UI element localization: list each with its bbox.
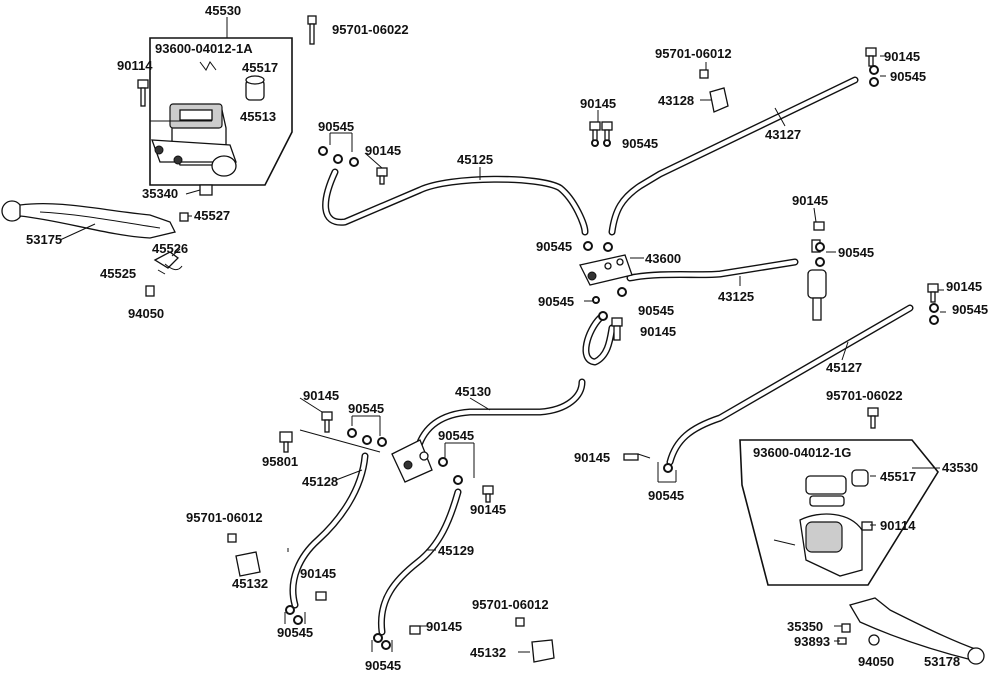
label-95701-06012-bottom: 95701-06012: [472, 597, 549, 612]
label-93600-04012-1a: 93600-04012-1A: [155, 41, 253, 56]
banjo-bolts: [227, 47, 939, 645]
label-90114-left: 90114: [117, 58, 153, 73]
label-45125: 45125: [457, 152, 493, 167]
valve-unit-right: [807, 239, 827, 321]
label-43128: 43128: [658, 93, 694, 108]
label-90145-g: 90145: [303, 388, 339, 403]
label-90145-c: 90145: [884, 49, 920, 64]
label-45525: 45525: [100, 266, 136, 281]
label-45527: 45527: [194, 208, 230, 223]
brake-lever-53175: [1, 200, 176, 239]
label-53178: 53178: [924, 654, 960, 669]
label-45127: 45127: [826, 360, 862, 375]
brake-lever-53178: [849, 597, 985, 665]
label-45132-left: 45132: [232, 576, 268, 591]
label-45132-bottom: 45132: [470, 645, 506, 660]
label-45517-left: 45517: [242, 60, 278, 75]
label-90545-l: 90545: [365, 658, 401, 673]
label-45128: 45128: [302, 474, 338, 489]
label-90545-d: 90545: [536, 239, 572, 254]
part-labels: 45530 93600-04012-1A 90114 45517 45513 9…: [26, 3, 988, 673]
brake-hoses: [289, 76, 914, 636]
label-95701-06022-right: 95701-06022: [826, 388, 903, 403]
label-93600-04012-1g: 93600-04012-1G: [753, 445, 851, 460]
label-43127: 43127: [765, 127, 801, 142]
label-43600: 43600: [645, 251, 681, 266]
label-35340: 35340: [142, 186, 178, 201]
label-90545-e: 90545: [538, 294, 574, 309]
label-90545-k: 90545: [277, 625, 313, 640]
label-90145-j: 90145: [426, 619, 462, 634]
copper-washers: [285, 65, 939, 650]
label-45130: 45130: [455, 384, 491, 399]
label-90545-i: 90545: [348, 401, 384, 416]
distributor-43600: [579, 254, 633, 286]
hose-43127: [608, 76, 859, 236]
spring-part: [199, 61, 217, 71]
label-95701-06022-top: 95701-06022: [332, 22, 409, 37]
label-45517-right: 45517: [880, 469, 916, 484]
label-35350: 35350: [787, 619, 823, 634]
label-95701-06012-top: 95701-06012: [655, 46, 732, 61]
label-45129: 45129: [438, 543, 474, 558]
label-45526: 45526: [152, 241, 188, 256]
reservoir-cap-45517a: [245, 75, 265, 101]
clip-43128: [709, 87, 729, 113]
arrow-right-kit: [773, 539, 796, 546]
label-90545-f: 90545: [638, 303, 674, 318]
label-90545-m: 90545: [648, 488, 684, 503]
master-cylinder-right: [799, 469, 869, 577]
label-90145-e: 90145: [792, 193, 828, 208]
master-cylinder-45513: [151, 103, 237, 177]
bolt-95701-06022a: [307, 15, 317, 45]
label-90145-h: 90145: [470, 502, 506, 517]
label-95801: 95801: [262, 454, 298, 469]
label-90145-k: 90145: [574, 450, 610, 465]
label-45513: 45513: [240, 109, 276, 124]
pointer-arrow: [299, 429, 381, 453]
label-90545-a: 90545: [318, 119, 354, 134]
kit-frame-45530: [149, 37, 293, 186]
label-90145-b: 90145: [580, 96, 616, 111]
kit-frame-43530: [739, 439, 939, 586]
label-90545-j: 90545: [438, 428, 474, 443]
label-90545-g: 90545: [838, 245, 874, 260]
label-90545-c: 90545: [890, 69, 926, 84]
clip-45132a: [235, 551, 261, 577]
label-90545-h: 90545: [952, 302, 988, 317]
label-95701-06012-left: 95701-06012: [186, 510, 263, 525]
junction-block: [391, 439, 433, 483]
label-43530: 43530: [942, 460, 978, 475]
clip-45132b: [531, 639, 555, 663]
label-43125: 43125: [718, 289, 754, 304]
label-90145-f: 90145: [946, 279, 982, 294]
label-45530: 45530: [205, 3, 241, 18]
label-94050-right: 94050: [858, 654, 894, 669]
bolt-90114a: [137, 79, 149, 107]
label-90145-d: 90145: [640, 324, 676, 339]
leader-lines: [59, 55, 946, 653]
label-90145-i: 90145: [300, 566, 336, 581]
label-94050-left: 94050: [128, 306, 164, 321]
label-90114-right: 90114: [880, 518, 916, 533]
label-90545-b: 90545: [622, 136, 658, 151]
label-90145-a: 90145: [365, 143, 401, 158]
kit-frames: [149, 17, 940, 586]
label-53175: 53175: [26, 232, 62, 247]
label-93893: 93893: [794, 634, 830, 649]
